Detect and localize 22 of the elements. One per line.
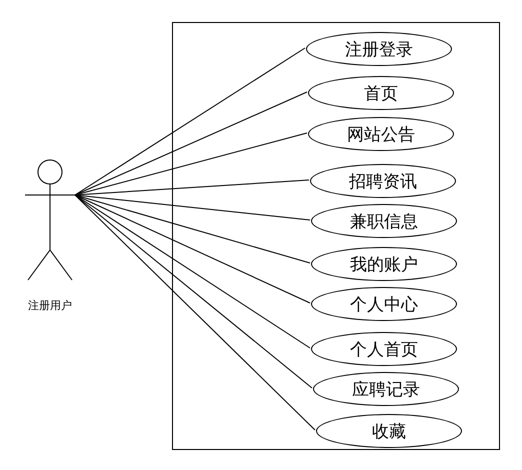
association-line [74,194,310,348]
actor-label: 注册用户 [27,298,73,313]
use-case-label: 个人首页 [350,338,418,360]
association-line [74,194,312,388]
use-case-label: 招聘资讯 [349,170,417,192]
use-case-label: 网站公告 [347,124,415,146]
association-line [74,194,316,430]
association-line [74,92,308,196]
association-line [74,48,306,196]
use-case-label: 个人中心 [350,294,418,316]
association-line [74,194,310,220]
association-line [74,180,310,196]
system-boundary [172,22,500,450]
association-line [74,132,308,196]
use-case-label: 首页 [364,82,398,104]
use-case-label: 收藏 [372,420,406,442]
use-case-label: 应聘记录 [352,378,420,400]
association-line [74,194,310,304]
use-case-label: 兼职信息 [350,210,418,232]
use-case-label: 注册登录 [345,38,413,60]
association-line [74,194,310,264]
use-case-label: 我的账户 [350,254,418,276]
